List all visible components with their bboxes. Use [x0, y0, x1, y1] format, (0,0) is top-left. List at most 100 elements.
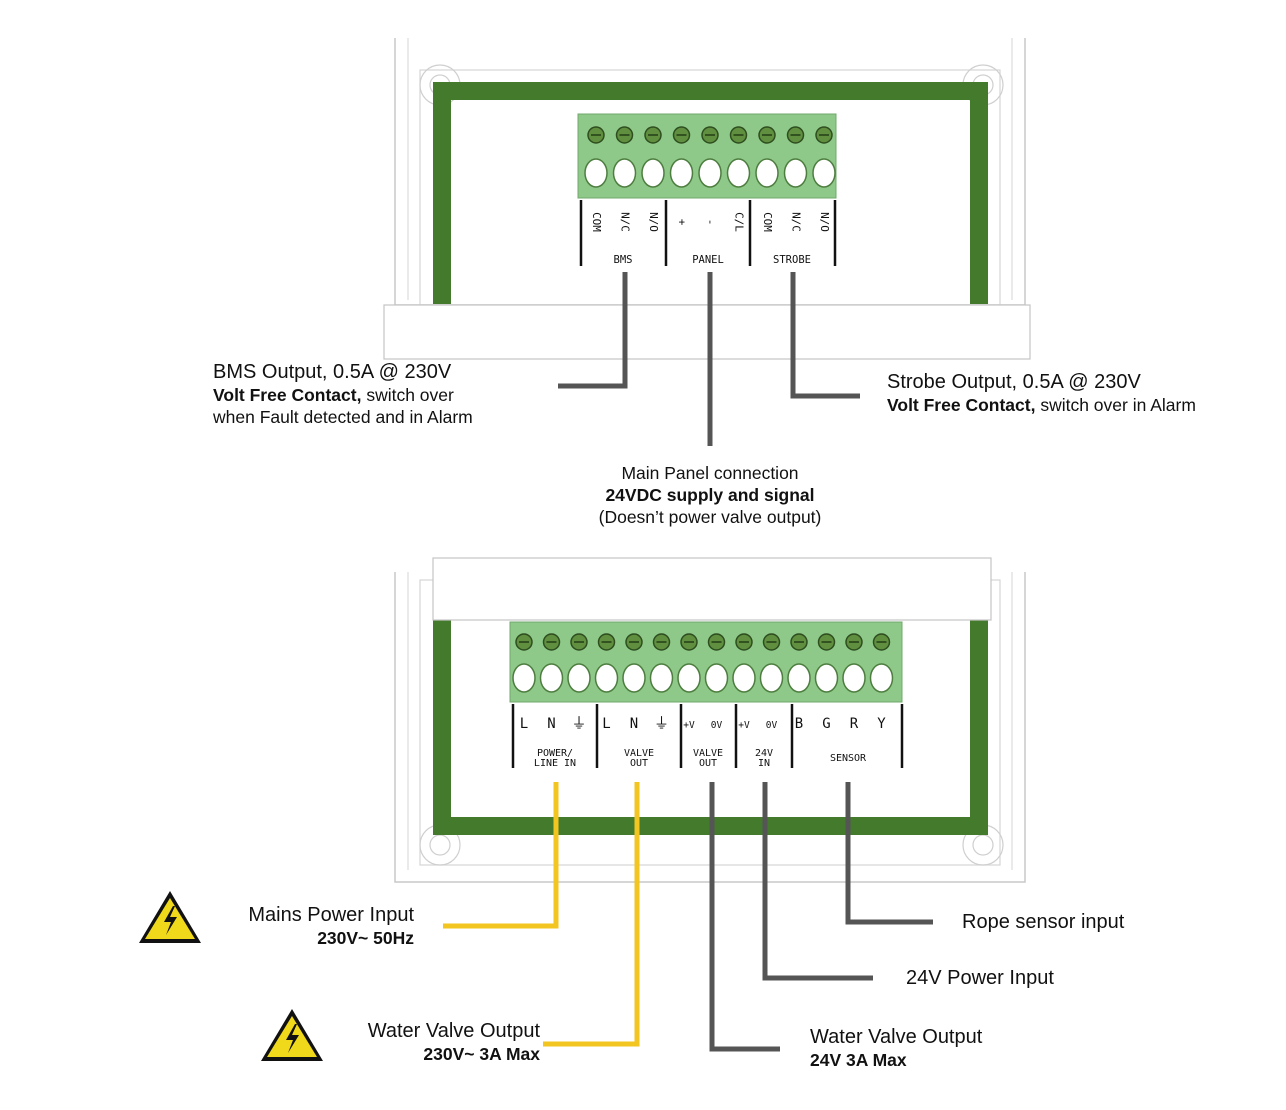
main-panel-title: Main Panel connection	[621, 463, 799, 483]
power-24v-title: 24V Power Input	[906, 967, 1054, 989]
terminal-label: N/O	[818, 212, 831, 232]
water-valve-24v-callout: Water Valve Output 24V 3A Max	[810, 1025, 982, 1072]
terminal-label: L	[520, 716, 528, 732]
high-voltage-warning-icon	[139, 891, 201, 943]
power24-wire	[762, 782, 873, 981]
strobe-output-rest: switch over in Alarm	[1035, 395, 1196, 415]
top-terminal-wire-hole	[698, 158, 722, 188]
rope-sensor-callout: Rope sensor input	[962, 910, 1124, 935]
bottom-terminal-wire-hole	[704, 663, 729, 693]
terminal-label: COM	[590, 212, 603, 232]
bottom-enclosure	[394, 557, 1026, 883]
terminal-label: +	[676, 219, 689, 226]
rope-wire	[845, 782, 933, 925]
top-terminal-wire-hole	[755, 158, 779, 188]
water-valve-230-bold: 230V~ 3A Max	[423, 1044, 540, 1064]
bottom-terminal-wire-hole	[842, 663, 866, 693]
bottom-terminal-wire-hole	[512, 663, 536, 693]
bottom-terminal-separators	[511, 704, 904, 768]
top-terminal-wire-hole	[783, 158, 808, 188]
terminal-label: B	[795, 716, 803, 732]
terminal-label: STROBE	[773, 254, 811, 266]
terminal-label: POWER/	[537, 748, 573, 759]
terminal-label: N/C	[790, 212, 803, 232]
terminal-label: BMS	[614, 254, 633, 266]
terminal-label: OUT	[699, 758, 717, 769]
top-terminal-separators	[579, 200, 837, 266]
water-valve-24v-title: Water Valve Output	[810, 1026, 983, 1048]
bottom-terminal-block	[509, 621, 903, 703]
mains-power-bold: 230V~ 50Hz	[317, 928, 414, 948]
terminal-label: ⏚	[654, 714, 669, 732]
terminal-label: OUT	[630, 758, 648, 769]
water-valve-230-callout: Water Valve Output 230V~ 3A Max	[320, 1019, 540, 1066]
bottom-terminal-wire-hole	[759, 663, 784, 693]
top-terminal-wire-hole	[612, 158, 637, 188]
top-terminal-wire-hole	[641, 158, 665, 188]
bottom-terminal-wire-hole	[814, 663, 839, 693]
terminal-label: ⏚	[571, 714, 586, 732]
bottom-terminal-wire-hole	[787, 663, 811, 693]
terminal-label: 0V	[766, 720, 778, 731]
bottom-terminal-wire-hole	[732, 663, 756, 693]
power-24v-callout: 24V Power Input	[906, 966, 1054, 991]
water-valve-24v-bold: 24V 3A Max	[810, 1050, 907, 1070]
bms-output-bold: Volt Free Contact,	[213, 385, 362, 405]
terminal-label: +V	[683, 720, 695, 731]
terminal-label: VALVE	[624, 748, 654, 759]
bms-output-callout: BMS Output, 0.5A @ 230V Volt Free Contac…	[213, 360, 473, 429]
bottom-terminal-wire-hole	[594, 663, 619, 693]
bms-output-line3: when Fault detected and in Alarm	[213, 406, 473, 427]
terminal-label: C/L	[733, 212, 746, 232]
water-valve-230-title: Water Valve Output	[367, 1020, 540, 1042]
bms-output-rest: switch over	[361, 385, 454, 405]
top-terminal-block	[577, 113, 837, 199]
strobe-wire	[790, 272, 860, 399]
terminal-label: N	[630, 716, 638, 732]
bottom-terminal-wire-hole	[649, 663, 674, 693]
terminal-label: N	[547, 716, 555, 732]
valve24-wire	[709, 782, 780, 1052]
strobe-output-bold: Volt Free Contact,	[887, 395, 1036, 415]
top-enclosure	[383, 38, 1031, 360]
bms-output-title: BMS Output, 0.5A @ 230V	[213, 361, 452, 383]
top-terminal-wire-hole	[669, 158, 694, 188]
strobe-output-callout: Strobe Output, 0.5A @ 230V Volt Free Con…	[887, 370, 1196, 417]
terminal-label: SENSOR	[830, 753, 867, 764]
main-panel-callout: Main Panel connection 24VDC supply and s…	[560, 463, 860, 529]
terminal-label: Y	[877, 716, 886, 732]
terminal-label: -	[704, 219, 717, 226]
terminal-label: 0V	[711, 720, 723, 731]
terminal-label: G	[822, 716, 830, 732]
terminal-label: VALVE	[693, 748, 723, 759]
bottom-terminal-wire-hole	[677, 663, 701, 693]
valve230-wire	[543, 782, 640, 1047]
terminal-label: N/C	[619, 212, 632, 232]
mains-power-title: Mains Power Input	[248, 904, 414, 926]
terminal-label: R	[850, 716, 859, 732]
main-panel-bold: 24VDC supply and signal	[605, 484, 815, 505]
terminal-label: PANEL	[692, 254, 724, 266]
bottom-terminal-wire-hole	[622, 663, 646, 693]
top-terminal-wire-hole	[812, 158, 836, 188]
terminal-label: L	[602, 716, 610, 732]
terminal-label: IN	[758, 758, 770, 769]
wires	[443, 272, 933, 1052]
top-green-frame	[433, 82, 988, 304]
terminal-label: +V	[738, 720, 750, 731]
top-terminal-wire-hole	[726, 158, 751, 188]
high-voltage-warning-icon	[261, 1009, 323, 1061]
bms-wire	[558, 272, 628, 389]
terminal-label: COM	[761, 212, 774, 232]
bottom-terminal-wire-hole	[869, 663, 894, 693]
strobe-output-title: Strobe Output, 0.5A @ 230V	[887, 371, 1141, 393]
top-terminal-wire-hole	[584, 158, 608, 188]
bottom-terminal-wire-hole	[567, 663, 591, 693]
bottom-terminal-wire-hole	[539, 663, 564, 693]
mains-wire	[443, 782, 559, 929]
terminal-label: LINE IN	[534, 758, 576, 769]
